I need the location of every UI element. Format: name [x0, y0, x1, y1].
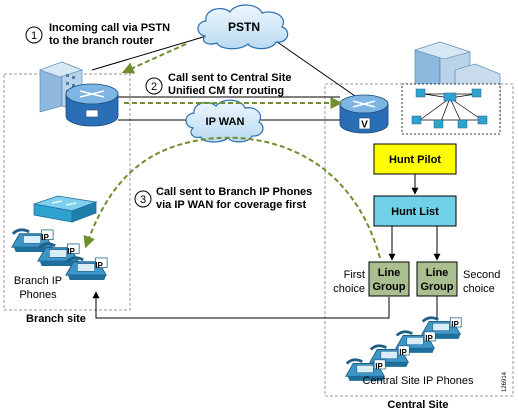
pstn-cloud-icon: PSTN	[197, 4, 289, 50]
step1-signal-path	[121, 43, 187, 74]
phone-badge: IP	[67, 247, 75, 256]
hunt-list-label: Hunt List	[391, 206, 439, 218]
central-phones-label: Central Site IP Phones	[362, 375, 474, 387]
line-group-1-line1: Line	[378, 267, 401, 279]
ipwan-label: IP WAN	[206, 116, 245, 128]
line-group-1-box	[368, 261, 410, 297]
line-group-2-box	[416, 261, 458, 297]
step3-line2: via IP WAN for coverage first	[156, 199, 307, 211]
step-number: 1	[31, 30, 37, 42]
first-choice-line1: First	[344, 269, 365, 281]
step1-line1: Incoming call via PSTN	[49, 22, 170, 34]
step1-callout: 1 Incoming call via PSTN to the branch r…	[25, 22, 170, 47]
step-number: 3	[140, 194, 146, 206]
first-choice-line2: choice	[333, 283, 365, 295]
line-group-2-line2: Group	[421, 281, 454, 293]
figure-id: 126914	[502, 371, 508, 392]
switch-icon	[33, 195, 98, 223]
branch-phones-label-line2: Phones	[19, 289, 57, 301]
hunt-pilot-box	[373, 143, 457, 175]
phone-badge: IP	[95, 261, 103, 270]
phone-badge: IP	[375, 362, 383, 371]
step2-callout: 2 Call sent to Central Site Unified CM f…	[145, 72, 291, 97]
step1-line2: to the branch router	[49, 35, 154, 47]
hunt-list-box	[373, 195, 457, 227]
branch-pstn-link	[91, 31, 221, 71]
step3-callout: 3 Call sent to Branch IP Phones via IP W…	[134, 186, 312, 211]
line-group-2-line1: Line	[426, 267, 449, 279]
central-router-icon: V	[339, 94, 389, 134]
pstn-label: PSTN	[228, 20, 260, 34]
branch-phone-icon	[10, 228, 109, 281]
hunt-pilot-label: Hunt Pilot	[389, 154, 441, 166]
branch-phones-label-line1: Branch IP	[14, 275, 62, 287]
second-choice-line1: Second	[463, 269, 500, 281]
central-site-label: Central Site	[387, 399, 448, 411]
spacer-line	[390, 40, 460, 42]
phone-badge: IP	[451, 320, 459, 329]
central-router-badge: V	[361, 120, 368, 131]
phone-badge: IP	[399, 348, 407, 357]
step2-line2: Unified CM for routing	[168, 85, 284, 97]
branch-site-label: Branch site	[26, 313, 86, 325]
step2-line1: Call sent to Central Site	[168, 72, 291, 84]
phone-badge: IP	[41, 233, 49, 242]
step3-line1: Call sent to Branch IP Phones	[156, 186, 312, 198]
line-group-1-line2: Group	[373, 281, 406, 293]
branch-router-icon	[65, 83, 119, 127]
coverage-return-line	[92, 291, 390, 319]
step-number: 2	[151, 81, 157, 93]
phone-badge: IP	[425, 334, 433, 343]
step3-signal-path	[83, 136, 381, 259]
network-cluster-icon	[401, 83, 501, 135]
second-choice-line2: choice	[463, 283, 495, 295]
ipwan-cloud-icon: IP WAN	[185, 99, 264, 143]
